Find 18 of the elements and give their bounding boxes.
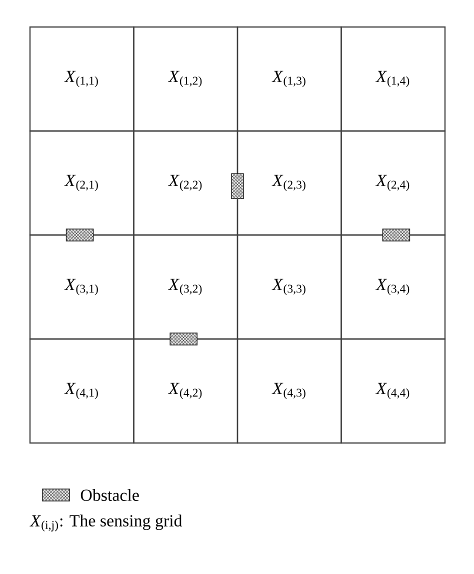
grid-cell: X$_{(2,2)}$ bbox=[133, 130, 238, 236]
grid-cell: X$_{(1,4)}$ bbox=[340, 26, 446, 132]
grid-cell: X$_{(3,3)}$ bbox=[236, 234, 342, 340]
legend-label: Obstacle bbox=[80, 489, 139, 501]
grid-cell: X$_{(2,1)}$ bbox=[29, 130, 134, 236]
grid-cell: X$_{(3,2)}$ bbox=[133, 234, 238, 340]
grid-cell: X$_{(3,1)}$ bbox=[29, 234, 134, 340]
grid-cell: X$_{(1,3)}$ bbox=[236, 26, 342, 132]
grid-cell: X$_{(4,4)}$ bbox=[340, 338, 446, 444]
grid-cell: X$_{(1,2)}$ bbox=[133, 26, 238, 132]
grid-cell: X$_{(3,4)}$ bbox=[340, 234, 446, 340]
grid-cell: X$_{(2,4)}$ bbox=[340, 130, 446, 236]
grid-cell: X$_{(4,2)}$ bbox=[133, 338, 238, 444]
grid-cell: X$_{(4,1)}$ bbox=[29, 338, 134, 444]
grid-cell: X$_{(4,3)}$ bbox=[236, 338, 342, 444]
grid-cell: X$_{(1,1)}$ bbox=[29, 26, 134, 132]
note: X$_{(i,j)}$: The sensing grid bbox=[30, 514, 182, 532]
grid-cell: X$_{(2,3)}$ bbox=[236, 130, 342, 236]
